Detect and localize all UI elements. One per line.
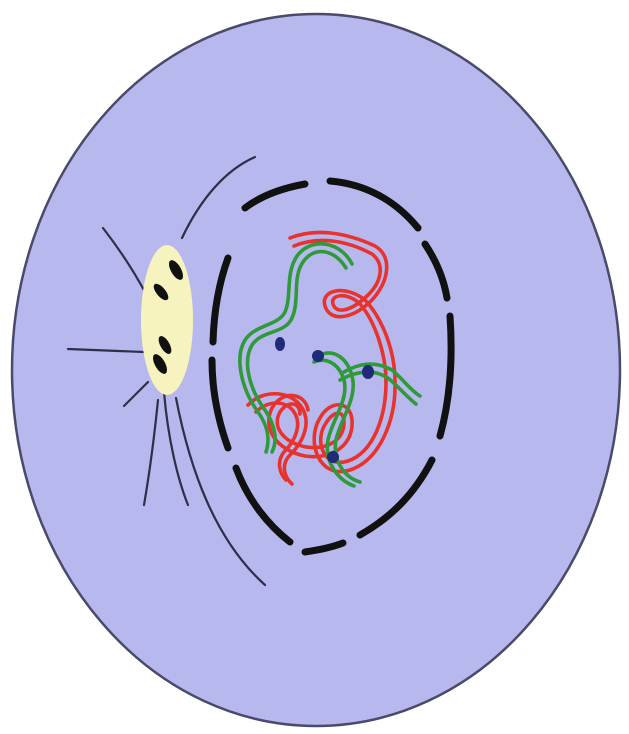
centrosome [141, 245, 193, 395]
centromere [327, 451, 339, 463]
centrosome-body [141, 245, 193, 395]
cell-membrane [12, 14, 620, 726]
centromere [275, 337, 285, 351]
centromere [312, 350, 324, 362]
centromere [362, 365, 374, 379]
